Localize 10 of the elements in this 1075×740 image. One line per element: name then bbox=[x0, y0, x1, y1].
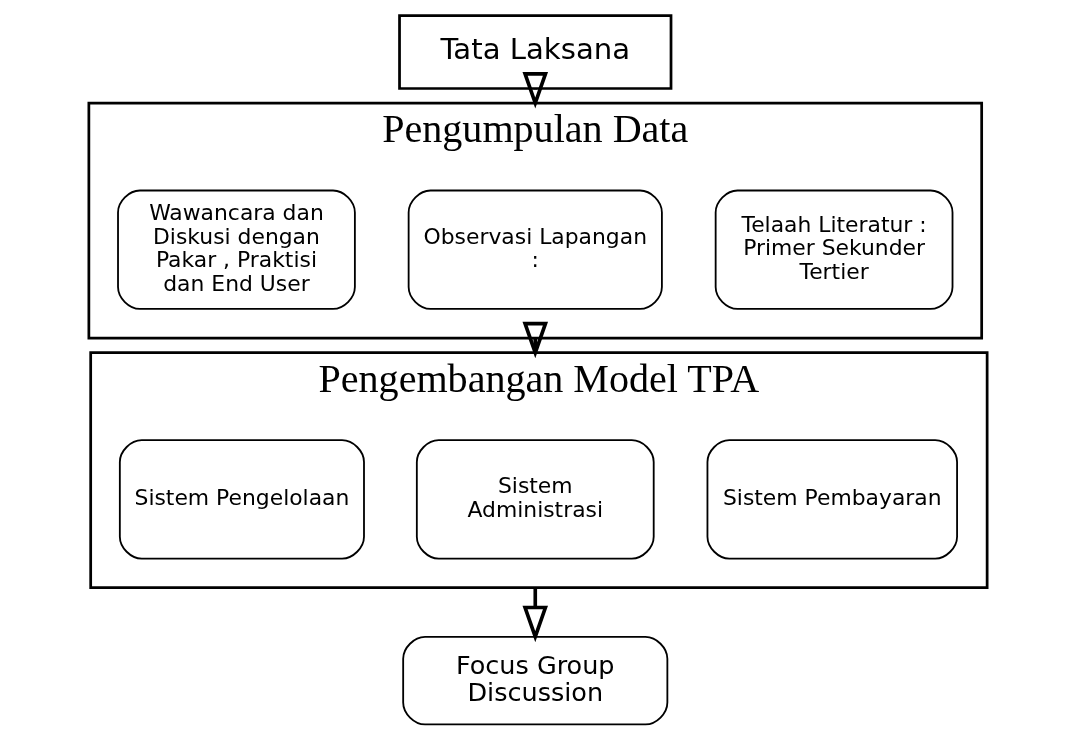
node-box: Wawancara dan Diskusi dengan Pakar , Praktisi dan End User bbox=[116, 189, 356, 310]
arrow bbox=[522, 587, 548, 643]
node-box: Focus Group Discussion bbox=[401, 636, 668, 726]
node-box: Sistem Pembayaran bbox=[706, 439, 958, 560]
node-box: Observasi Lapangan : bbox=[407, 189, 663, 310]
arrow bbox=[522, 321, 548, 359]
node-box: Telaah Literatur : Primer Sekunder Tertier bbox=[714, 189, 953, 310]
node-box: Sistem Administrasi bbox=[415, 439, 655, 560]
node-box: Sistem Pengelolaan bbox=[118, 439, 365, 560]
arrow bbox=[522, 72, 548, 109]
